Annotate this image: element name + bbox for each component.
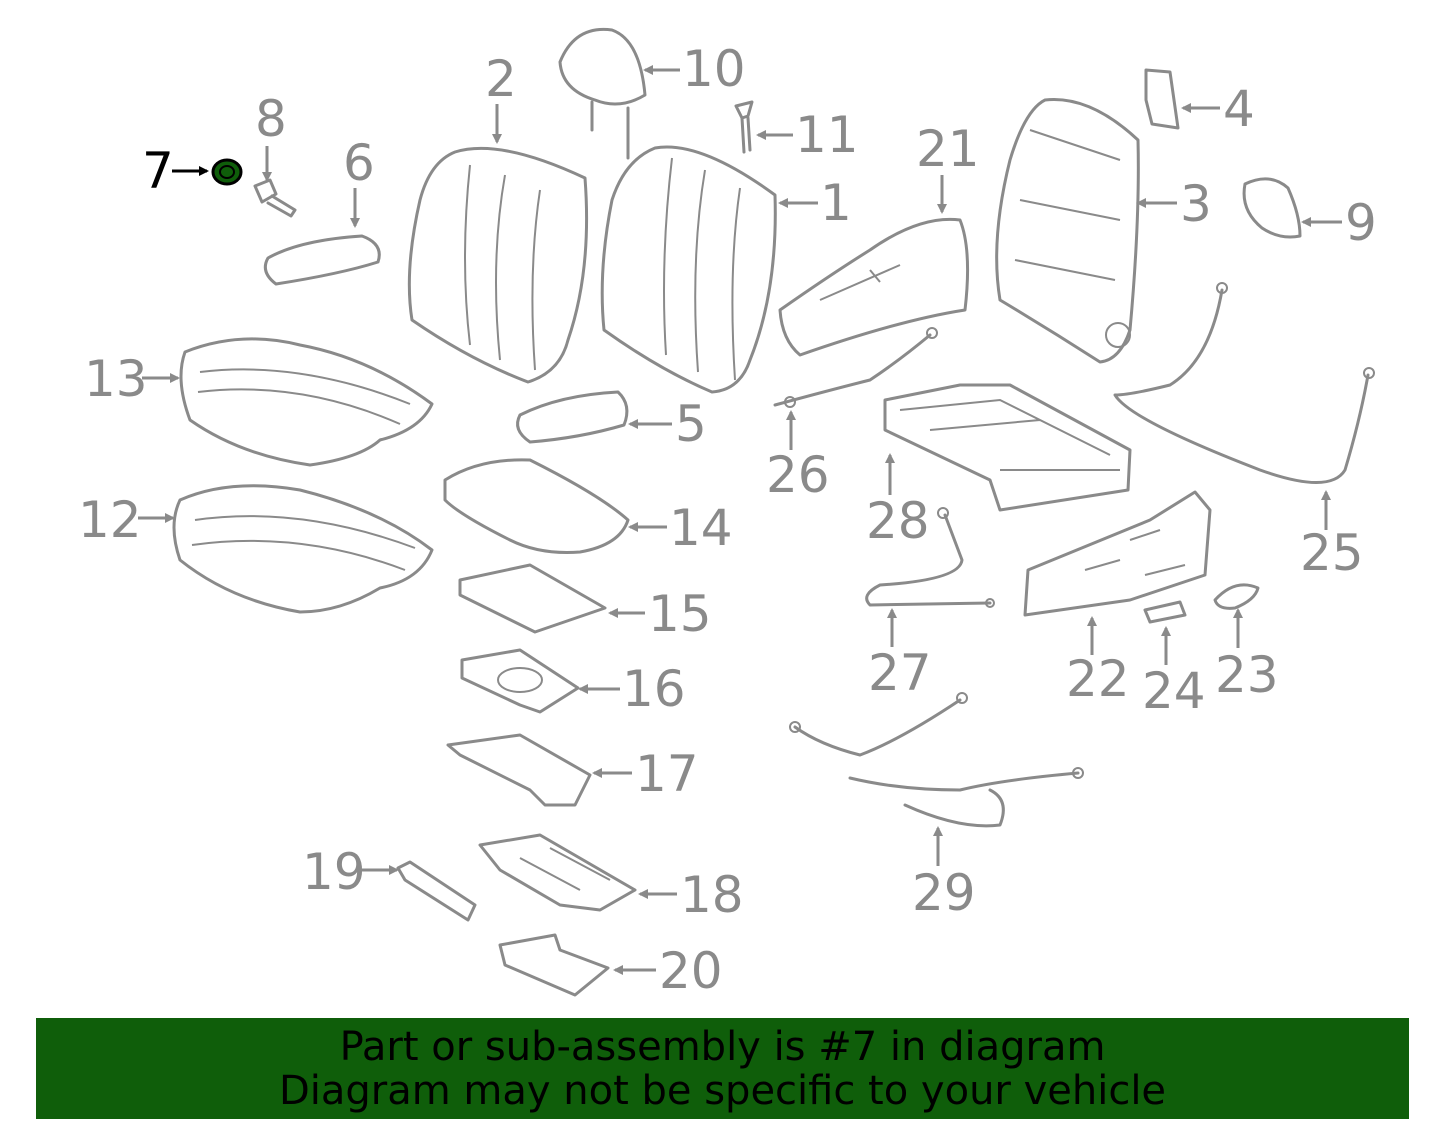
info-banner: Part or sub-assembly is #7 in diagram Di… <box>36 1018 1409 1119</box>
callout-27[interactable]: 27 <box>868 644 932 702</box>
callout-1[interactable]: 1 <box>820 174 852 232</box>
part-9-cover[interactable] <box>1242 177 1302 239</box>
callout-18[interactable]: 18 <box>680 866 744 924</box>
callout-6[interactable]: 6 <box>343 134 375 192</box>
callout-15[interactable]: 15 <box>648 585 712 643</box>
banner-line-part: Part or sub-assembly is #7 in diagram <box>339 1023 1106 1070</box>
callout-23[interactable]: 23 <box>1215 646 1279 704</box>
callout-24[interactable]: 24 <box>1142 662 1206 720</box>
part-22-shield[interactable] <box>1023 490 1212 617</box>
part-3-seatback-frame[interactable] <box>995 98 1140 364</box>
part-21-side-panel[interactable] <box>778 217 970 357</box>
part-10-headrest[interactable] <box>558 27 647 160</box>
callout-21[interactable]: 21 <box>916 120 980 178</box>
callout-20[interactable]: 20 <box>659 942 723 1000</box>
callout-2[interactable]: 2 <box>485 50 517 108</box>
banner-line-disclaimer: Diagram may not be specific to your vehi… <box>278 1067 1167 1114</box>
callout-7[interactable]: 7 <box>142 142 174 200</box>
callout-11[interactable]: 11 <box>795 106 859 164</box>
part-20-cover[interactable] <box>498 933 610 997</box>
part-8-bolt[interactable] <box>253 178 297 218</box>
callout-13[interactable]: 13 <box>84 350 148 408</box>
part-5-cover[interactable] <box>516 390 629 444</box>
part-25-cable[interactable] <box>1113 282 1375 484</box>
callout-26[interactable]: 26 <box>766 446 830 504</box>
callout-25[interactable]: 25 <box>1300 524 1364 582</box>
part-14-cushion-pad[interactable] <box>443 458 630 554</box>
part-24-knob[interactable] <box>1143 600 1187 624</box>
part-7-cap[interactable] <box>211 158 243 186</box>
part-16-plate[interactable] <box>460 648 580 714</box>
callout-17[interactable]: 17 <box>635 745 699 803</box>
part-2-seatback-cover[interactable] <box>407 146 589 384</box>
callout-4[interactable]: 4 <box>1223 80 1255 138</box>
callout-14[interactable]: 14 <box>669 499 733 557</box>
part-18-frame[interactable] <box>478 833 637 912</box>
part-28-seat-track[interactable] <box>883 383 1132 512</box>
callout-16[interactable]: 16 <box>622 660 686 718</box>
part-15-pad[interactable] <box>458 563 607 634</box>
seat-parts-diagram: 1 2 3 4 5 6 7 8 9 10 11 12 13 14 15 16 1… <box>78 27 1377 1000</box>
part-6-cover[interactable] <box>263 234 381 286</box>
callout-22[interactable]: 22 <box>1066 650 1130 708</box>
callout-28[interactable]: 28 <box>866 492 930 550</box>
callout-10[interactable]: 10 <box>682 40 746 98</box>
part-4-bracket[interactable] <box>1144 68 1180 130</box>
part-26-cable[interactable] <box>773 327 938 408</box>
callout-5[interactable]: 5 <box>675 395 707 453</box>
part-19-bracket[interactable] <box>396 860 477 922</box>
part-17-frame[interactable] <box>446 733 592 807</box>
callout-3[interactable]: 3 <box>1180 175 1212 233</box>
part-11-guide[interactable] <box>734 100 754 154</box>
callout-8[interactable]: 8 <box>255 90 287 148</box>
callout-labels: 1 2 3 4 5 6 7 8 9 10 11 12 13 14 15 16 1… <box>78 40 1377 1000</box>
callout-19[interactable]: 19 <box>302 843 366 901</box>
part-1-seatback-pad[interactable] <box>600 145 777 394</box>
part-13-cushion-cover[interactable] <box>179 337 434 467</box>
leader-lines <box>138 65 1342 975</box>
callout-29[interactable]: 29 <box>912 864 976 922</box>
part-27-cable[interactable] <box>865 507 995 608</box>
part-29-wire-harness[interactable] <box>789 692 1084 828</box>
part-23-knob[interactable] <box>1213 583 1260 610</box>
part-12-cushion[interactable] <box>172 484 434 614</box>
callout-12[interactable]: 12 <box>78 491 142 549</box>
callout-9[interactable]: 9 <box>1345 194 1377 252</box>
